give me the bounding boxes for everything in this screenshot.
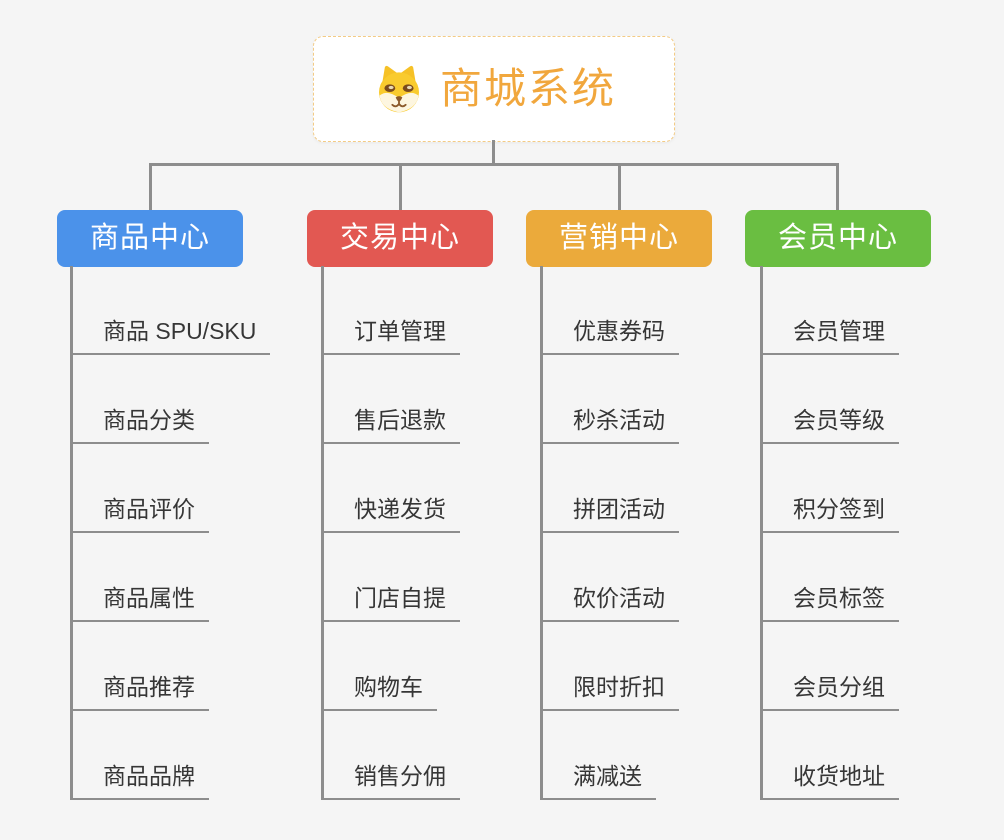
leaf-node[interactable]: 商品属性 xyxy=(73,533,323,622)
leaf-node[interactable]: 优惠券码 xyxy=(543,266,793,355)
connector-drop xyxy=(149,163,152,210)
branch-children-trade-center: 订单管理 售后退款 快递发货 门店自提 购物车 销售分佣 xyxy=(321,266,574,800)
root-node[interactable]: 商城系统 xyxy=(313,36,675,142)
branch-label: 会员中心 xyxy=(777,222,898,254)
branch-node-marketing-center[interactable]: 营销中心 xyxy=(526,210,712,267)
leaf-node[interactable]: 商品分类 xyxy=(73,355,323,444)
branch-node-product-center[interactable]: 商品中心 xyxy=(57,210,243,267)
connector-drop xyxy=(399,163,402,210)
connector-drop xyxy=(618,163,621,210)
leaf-node[interactable]: 会员管理 xyxy=(763,266,1004,355)
leaf-node[interactable]: 秒杀活动 xyxy=(543,355,793,444)
leaf-node[interactable]: 商品 SPU/SKU xyxy=(73,266,323,355)
leaf-node[interactable]: 积分签到 xyxy=(763,444,1004,533)
leaf-node[interactable]: 会员等级 xyxy=(763,355,1004,444)
branch-node-trade-center[interactable]: 交易中心 xyxy=(307,210,493,267)
leaf-node[interactable]: 购物车 xyxy=(324,622,574,711)
branch-node-member-center[interactable]: 会员中心 xyxy=(745,210,931,267)
leaf-node[interactable]: 收货地址 xyxy=(763,711,1004,800)
connector-root-drop xyxy=(492,140,495,166)
dog-face-icon xyxy=(372,64,426,114)
branch-children-marketing-center: 优惠券码 秒杀活动 拼团活动 砍价活动 限时折扣 满减送 xyxy=(540,266,793,800)
leaf-node[interactable]: 限时折扣 xyxy=(543,622,793,711)
branch-children-member-center: 会员管理 会员等级 积分签到 会员标签 会员分组 收货地址 xyxy=(760,266,1004,800)
leaf-node[interactable]: 砍价活动 xyxy=(543,533,793,622)
branch-label: 商品中心 xyxy=(89,222,210,254)
leaf-node[interactable]: 商品品牌 xyxy=(73,711,323,800)
connector-rail xyxy=(149,163,839,166)
leaf-node[interactable]: 满减送 xyxy=(543,711,793,800)
leaf-node[interactable]: 销售分佣 xyxy=(324,711,574,800)
leaf-node[interactable]: 售后退款 xyxy=(324,355,574,444)
leaf-node[interactable]: 门店自提 xyxy=(324,533,574,622)
leaf-node[interactable]: 快递发货 xyxy=(324,444,574,533)
connector-drop xyxy=(836,163,839,210)
branch-label: 交易中心 xyxy=(339,222,460,254)
leaf-node[interactable]: 订单管理 xyxy=(324,266,574,355)
leaf-node[interactable]: 会员分组 xyxy=(763,622,1004,711)
leaf-node[interactable]: 会员标签 xyxy=(763,533,1004,622)
root-title: 商城系统 xyxy=(439,65,616,112)
leaf-node[interactable]: 商品评价 xyxy=(73,444,323,533)
branch-label: 营销中心 xyxy=(558,222,679,254)
branch-children-product-center: 商品 SPU/SKU 商品分类 商品评价 商品属性 商品推荐 商品品牌 xyxy=(70,266,323,800)
leaf-node[interactable]: 拼团活动 xyxy=(543,444,793,533)
leaf-node[interactable]: 商品推荐 xyxy=(73,622,323,711)
